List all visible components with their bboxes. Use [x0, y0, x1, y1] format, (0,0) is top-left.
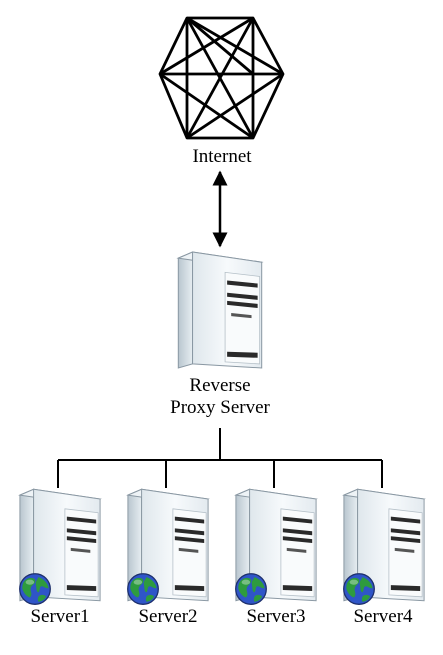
globe-icon [343, 573, 375, 605]
server-1-label: Server1 [30, 606, 90, 627]
internet-cloud-icon [158, 16, 285, 140]
internet-label: Internet [192, 146, 252, 167]
server-4-label: Server4 [353, 606, 413, 627]
server-4-icon [343, 488, 425, 605]
proxy-server-icon [177, 251, 263, 369]
server-3-icon [235, 488, 317, 605]
proxy-server-label: Reverse Proxy Server [140, 375, 300, 419]
server-2-icon [127, 488, 209, 605]
proxy-label-line-1: Reverse [189, 375, 251, 396]
server-1-icon [19, 488, 101, 605]
proxy-label-line-2: Proxy Server [170, 396, 270, 418]
server-2-label: Server2 [138, 606, 198, 627]
globe-icon [19, 573, 51, 605]
server-3-label: Server3 [246, 606, 306, 627]
globe-icon [127, 573, 159, 605]
globe-icon [235, 573, 267, 605]
network-connection-lines [57, 428, 383, 488]
